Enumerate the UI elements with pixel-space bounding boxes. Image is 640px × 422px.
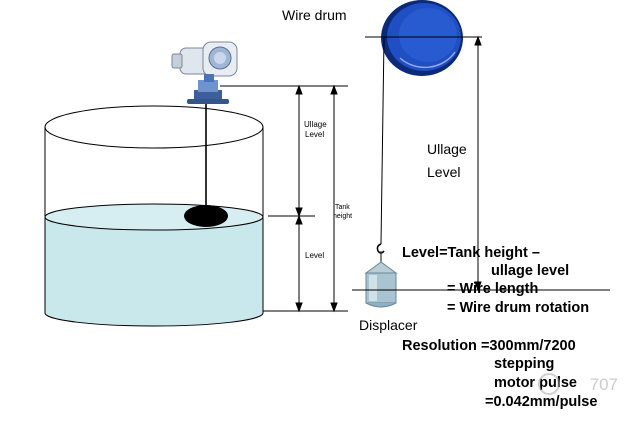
wire-drum-label: Wire drum: [282, 7, 347, 23]
formula-line-3: = Wire length: [447, 281, 539, 297]
tank-liquid: [45, 217, 263, 326]
level-small-label: Level: [305, 251, 325, 260]
displacer-wire: [380, 37, 385, 245]
tank-height-label-2: height: [333, 213, 353, 220]
ullage-level-small-label-1: Ullage: [304, 120, 327, 129]
resolution-line-1: Resolution =300mm/7200: [402, 338, 576, 354]
wire-drum-icon: [381, 0, 463, 76]
formula-line-4: = Wire drum rotation: [447, 300, 590, 316]
ullage-level-big-label-2: Level: [427, 164, 461, 180]
formula-line-1: Level=Tank height –: [402, 245, 540, 261]
displacer-label: Displacer: [359, 317, 418, 333]
tank-top-rim: [44, 105, 264, 149]
ullage-arrow: [474, 35, 482, 292]
tank-bottom: [44, 312, 264, 327]
float: [184, 205, 228, 227]
liquid-surface: [44, 203, 264, 231]
resolution-line-2: stepping: [494, 356, 555, 372]
displacer-icon: [364, 243, 398, 308]
resolution-line-4: =0.042mm/pulse: [485, 394, 598, 410]
transmitter-head: [171, 41, 238, 104]
tank: [44, 105, 264, 327]
tank-dimension-lines: [220, 84, 348, 313]
ullage-level-big-label-1: Ullage: [427, 141, 467, 157]
watermark-text: 707: [589, 375, 618, 394]
formula-line-2: ullage level: [491, 263, 570, 279]
ullage-level-small-label-2: Level: [305, 130, 325, 139]
tank-height-label-1: Tank: [335, 204, 350, 211]
watermark-chat-icon: [538, 373, 560, 395]
resolution-line-3: motor pulse: [494, 375, 577, 391]
